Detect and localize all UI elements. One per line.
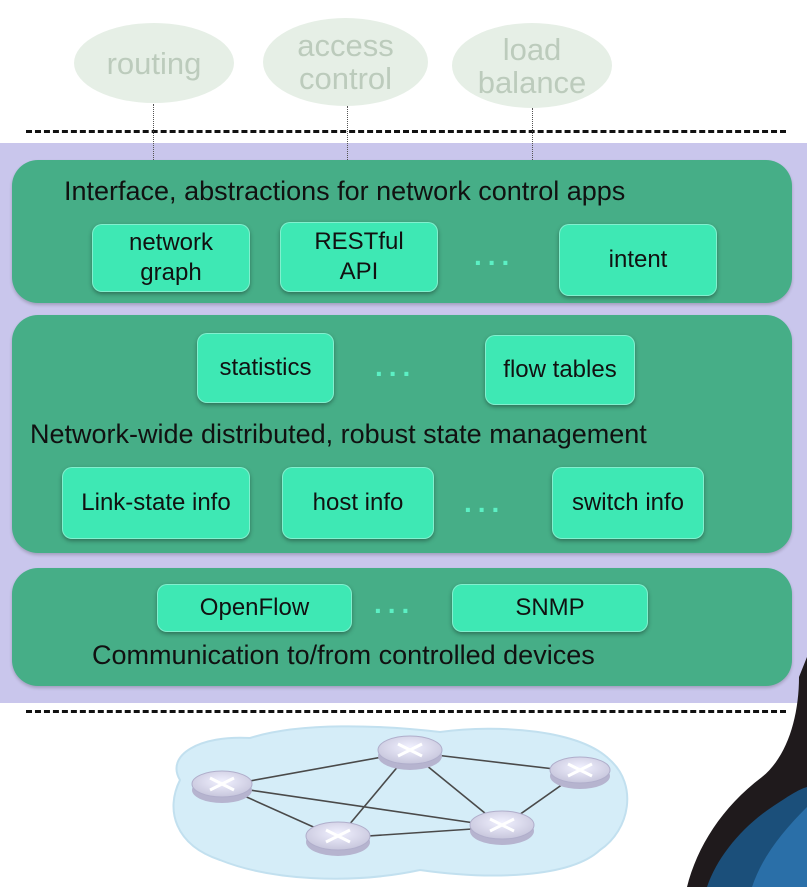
router-icon xyxy=(305,821,371,856)
link-state-info-box: Link-state info xyxy=(62,467,250,539)
network-graph-box: network graph xyxy=(92,224,250,292)
statistics-box: statistics xyxy=(197,333,334,403)
state-bottom-ellipsis: ... xyxy=(464,487,506,518)
state-layer-title: Network-wide distributed, robust state m… xyxy=(30,419,647,449)
northbound-interface-layer: Interface, abstractions for network cont… xyxy=(12,160,792,303)
router-icon xyxy=(469,810,535,845)
restful-api-box: RESTful API xyxy=(280,222,438,292)
snmp-box: SNMP xyxy=(452,584,648,632)
network-diagram xyxy=(172,725,629,880)
state-top-ellipsis: ... xyxy=(375,351,417,382)
router-icon xyxy=(377,735,443,770)
northbound-layer-title: Interface, abstractions for network cont… xyxy=(64,176,626,206)
router-icon xyxy=(191,770,253,803)
app-access-control: access control xyxy=(263,18,428,106)
router-icon xyxy=(549,756,611,789)
connector-access-control xyxy=(347,106,348,160)
state-management-layer: statistics ... flow tables Network-wide … xyxy=(12,315,792,553)
host-info-box: host info xyxy=(282,467,434,539)
southbound-communication-layer: OpenFlow ... SNMP Communication to/from … xyxy=(12,568,792,686)
southbound-boundary xyxy=(26,710,786,713)
southbound-ellipsis: ... xyxy=(374,588,416,619)
presenter-image xyxy=(687,657,807,887)
app-routing: routing xyxy=(74,23,234,103)
app-load-balance: load balance xyxy=(452,23,612,108)
southbound-layer-title: Communication to/from controlled devices xyxy=(92,640,595,670)
flow-tables-box: flow tables xyxy=(485,335,635,405)
intent-box: intent xyxy=(559,224,717,296)
northbound-boundary xyxy=(26,130,786,133)
openflow-box: OpenFlow xyxy=(157,584,352,632)
northbound-ellipsis: ... xyxy=(474,240,516,271)
switch-info-box: switch info xyxy=(552,467,704,539)
connector-routing xyxy=(153,104,154,160)
connector-load-balance xyxy=(532,108,533,160)
